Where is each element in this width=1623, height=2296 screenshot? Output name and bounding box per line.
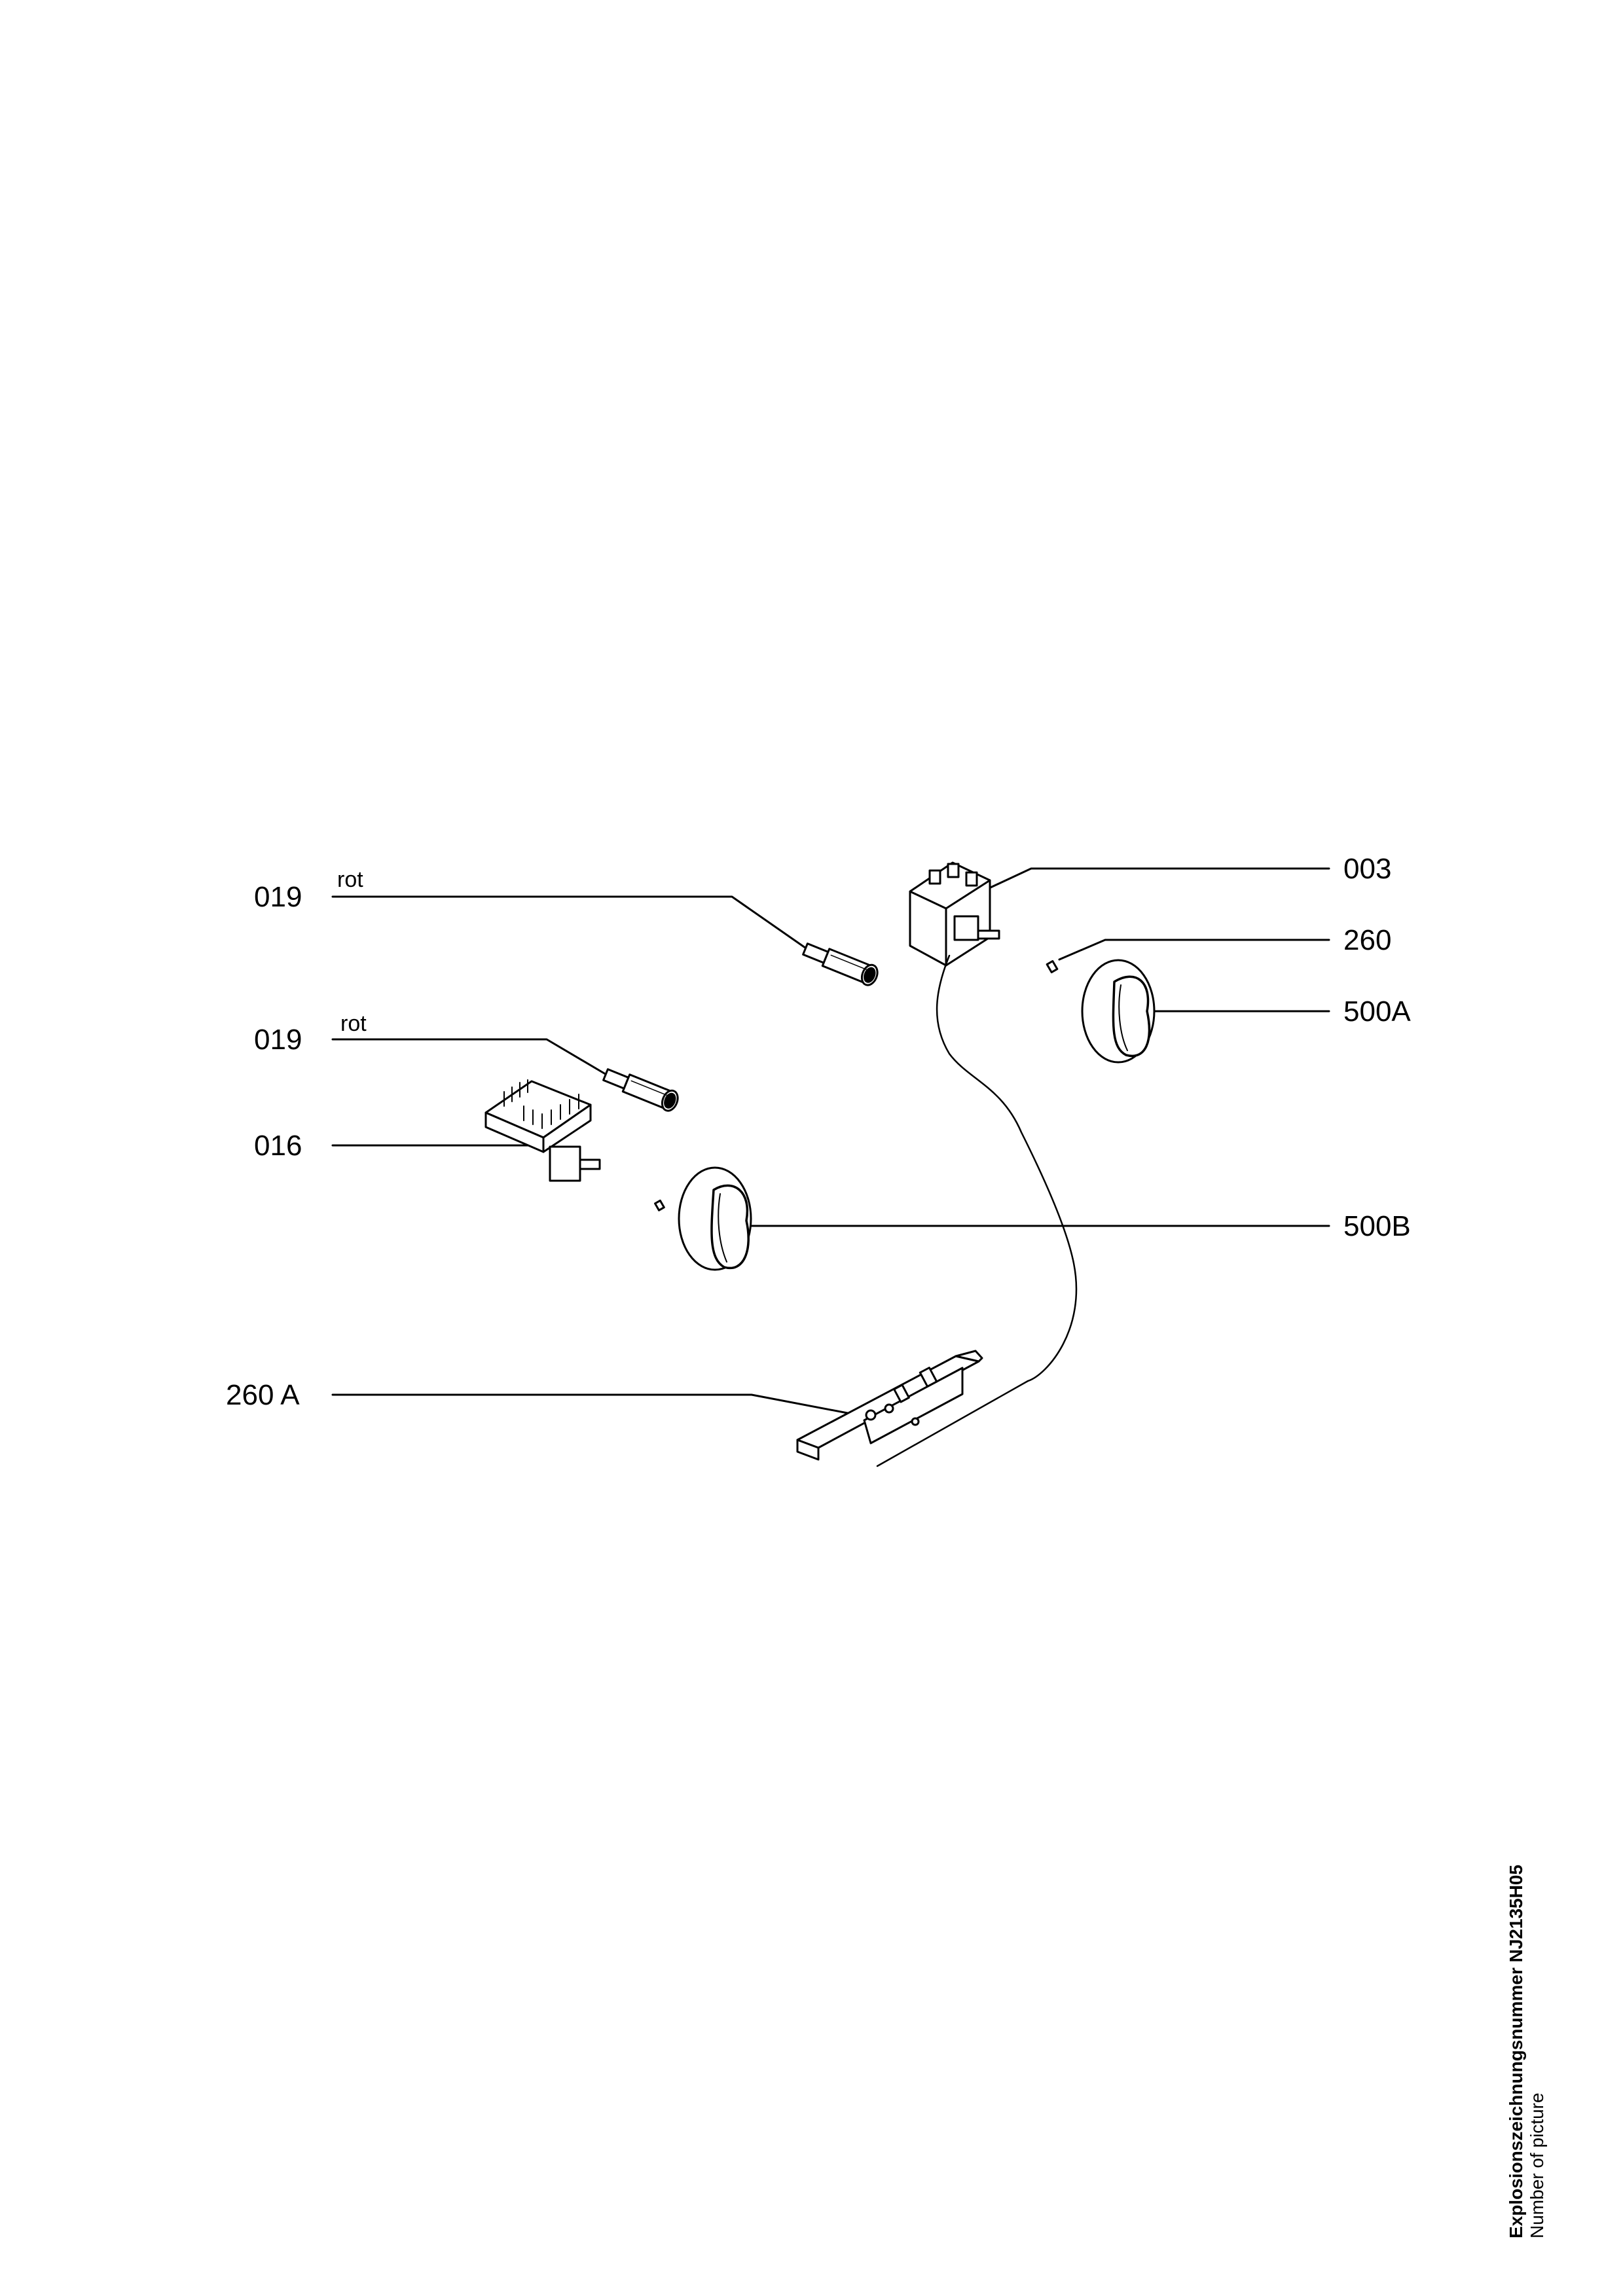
leader-019-top [331,895,813,954]
clip [1046,960,1059,974]
part-number-003: 003 [1343,853,1392,885]
part-number-019-mid: 019 [254,1024,302,1056]
part-note-019-mid: rot [340,1011,367,1036]
part-number-260A: 260 A [226,1379,300,1411]
mounting-bracket [796,1350,983,1461]
indicator-lamp-mid [602,1068,679,1112]
indicator-lamp-top [802,942,879,986]
drawing-number-footer: Explosionszeichnungsnummer NJ2135H05 Num… [1506,1865,1548,2238]
thermostat [876,861,1078,1467]
leader-260 [1058,939,1330,961]
part-number-260: 260 [1343,924,1392,956]
part-note-019-top: rot [337,867,363,892]
selector-switch [484,1079,601,1182]
part-number-500A: 500A [1343,996,1411,1028]
leader-260A [331,1393,852,1415]
knob-500B [654,1166,752,1271]
part-number-019-top: 019 [254,881,302,913]
leader-019-mid [331,1038,617,1081]
part-number-016: 016 [254,1130,302,1162]
leader-003 [981,867,1330,893]
leader-lines [331,867,1330,1415]
part-number-500B: 500B [1343,1210,1411,1242]
drawing-number-title: Explosionszeichnungsnummer NJ2135H05 [1506,1864,1526,2238]
drawing-number-subtitle: Number of picture [1527,2092,1548,2238]
knob-500A [1081,959,1156,1064]
